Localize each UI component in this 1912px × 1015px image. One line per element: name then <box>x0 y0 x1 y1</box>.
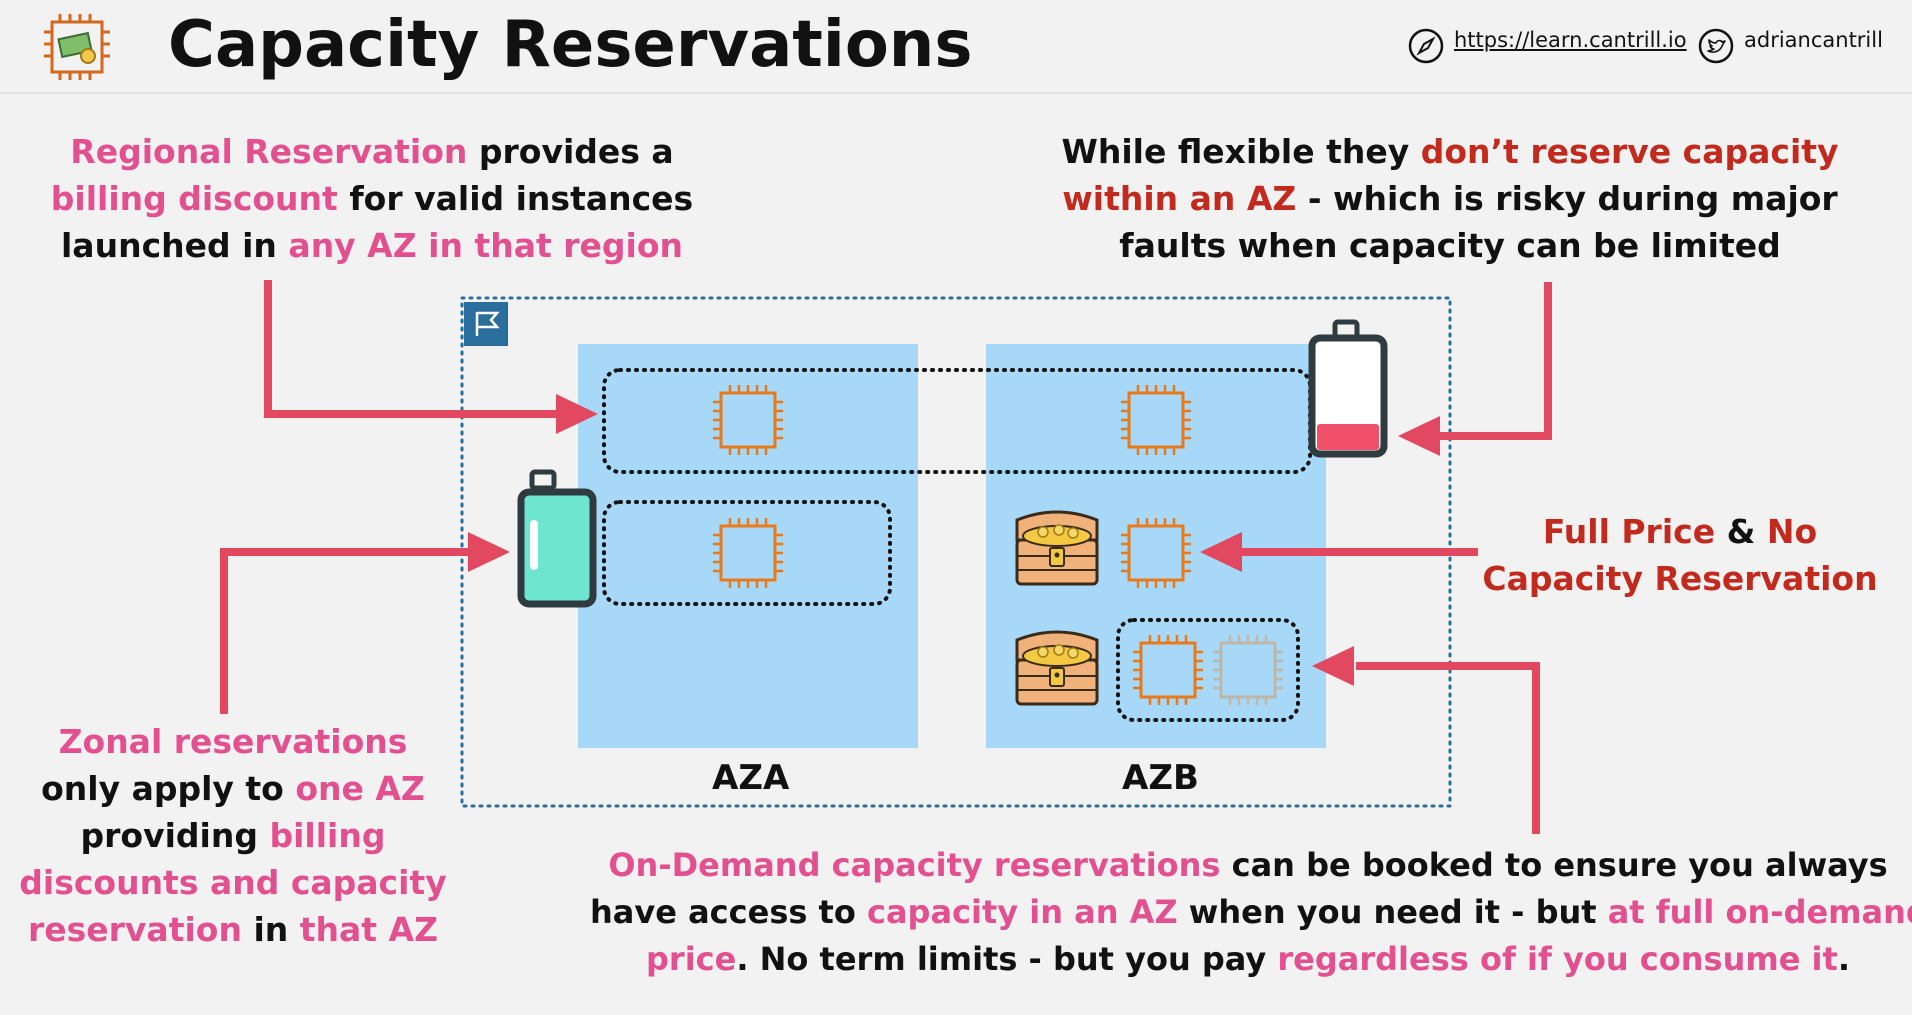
zonal-reservation-group <box>602 500 892 606</box>
arrow-zonal <box>220 548 470 714</box>
ec2-reserved-instance-icon <box>44 14 110 80</box>
arrow-on-demand <box>1356 662 1540 834</box>
zonal-reservation-note: Zonal reservations only apply to one AZ … <box>19 722 447 949</box>
twitter-bird-icon <box>1698 28 1734 64</box>
battery-low-icon <box>1308 319 1388 458</box>
full-price-note: Full Price & No Capacity Reservation <box>1482 512 1878 598</box>
region-flag-icon <box>464 302 508 346</box>
arrow-regional <box>264 280 560 418</box>
header-divider <box>0 92 1912 94</box>
az-a-zone <box>578 344 918 748</box>
treasure-chest-icon <box>1015 510 1099 586</box>
az-b-label: AZB <box>1122 758 1199 798</box>
arrow-flexible <box>1440 282 1552 440</box>
battery-full-icon <box>517 469 597 608</box>
regional-reservation-note: Regional Reservation provides a billing … <box>50 132 694 265</box>
twitter-handle[interactable]: adriancantrill <box>1744 28 1883 52</box>
on-demand-note: On-Demand capacity reservations can be b… <box>590 846 1912 978</box>
flexible-warning-note: While flexible they don’t reserve capaci… <box>1061 132 1839 265</box>
on-demand-reservation-group <box>1116 618 1300 722</box>
site-link[interactable]: https://learn.cantrill.io <box>1454 28 1687 52</box>
page-title: Capacity Reservations <box>168 8 973 82</box>
compass-icon <box>1408 28 1444 64</box>
az-a-label: AZA <box>712 758 790 798</box>
treasure-chest-icon <box>1015 630 1099 706</box>
regional-reservation-group <box>602 368 1312 474</box>
